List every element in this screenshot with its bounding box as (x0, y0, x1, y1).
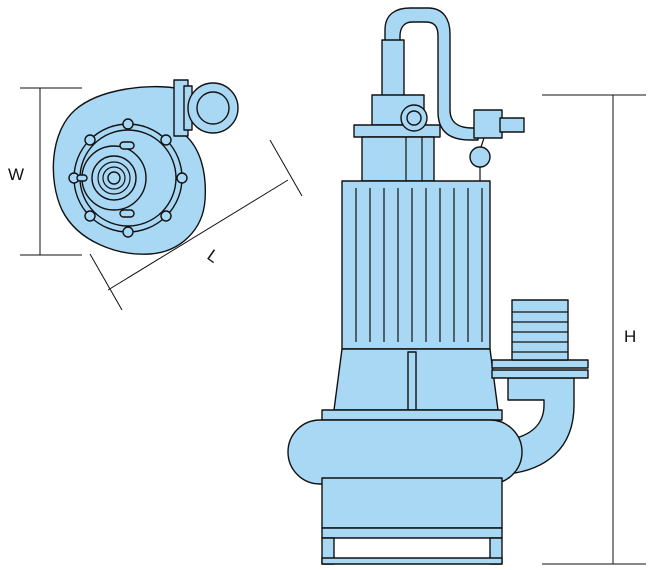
top-view-shaft (107, 171, 121, 185)
side-view-cable-box (473, 109, 503, 139)
top-view-slot-top (119, 141, 135, 150)
pump-side-view (287, 7, 589, 565)
side-view-hose-ribs (512, 311, 568, 353)
side-view-float-ball (469, 146, 491, 168)
top-view-hub-ring (97, 161, 131, 195)
side-view-cable-gland (499, 117, 525, 133)
top-view-slot-left (76, 174, 88, 182)
top-view-slot-bottom (119, 209, 135, 218)
top-view-discharge-bore (196, 91, 230, 125)
top-view-hub-ring-2 (102, 166, 126, 190)
side-view-motor-flange (353, 124, 441, 138)
side-view-casing-flange (321, 409, 503, 421)
pump-top-view (52, 79, 239, 255)
side-view-discharge-flange-upper (491, 359, 589, 369)
dimension-h: H (542, 94, 646, 565)
dimension-h-label: H (624, 327, 636, 346)
side-view-center-rib (407, 351, 417, 411)
side-view-foot (321, 557, 503, 565)
top-view-bolt-bosses (68, 118, 188, 238)
dimension-l-label: L (204, 246, 223, 267)
dimension-w-label: W (8, 165, 24, 184)
side-view-pipe-fitting (381, 39, 405, 99)
side-view-strainer-base (321, 527, 503, 539)
side-view-discharge-flange-lower (491, 369, 589, 379)
dimension-w: W (8, 87, 82, 256)
side-view-hose-connector (511, 299, 569, 361)
side-view-motor-body (341, 180, 491, 350)
side-view-cooling-fins (355, 188, 483, 342)
side-view-eye-bolt-inner (406, 110, 422, 126)
side-view-pump-casing (287, 419, 523, 485)
side-view-motor-neck (361, 136, 435, 182)
side-view-strainer-body (321, 477, 503, 529)
side-view-lifting-pipe (384, 7, 479, 141)
